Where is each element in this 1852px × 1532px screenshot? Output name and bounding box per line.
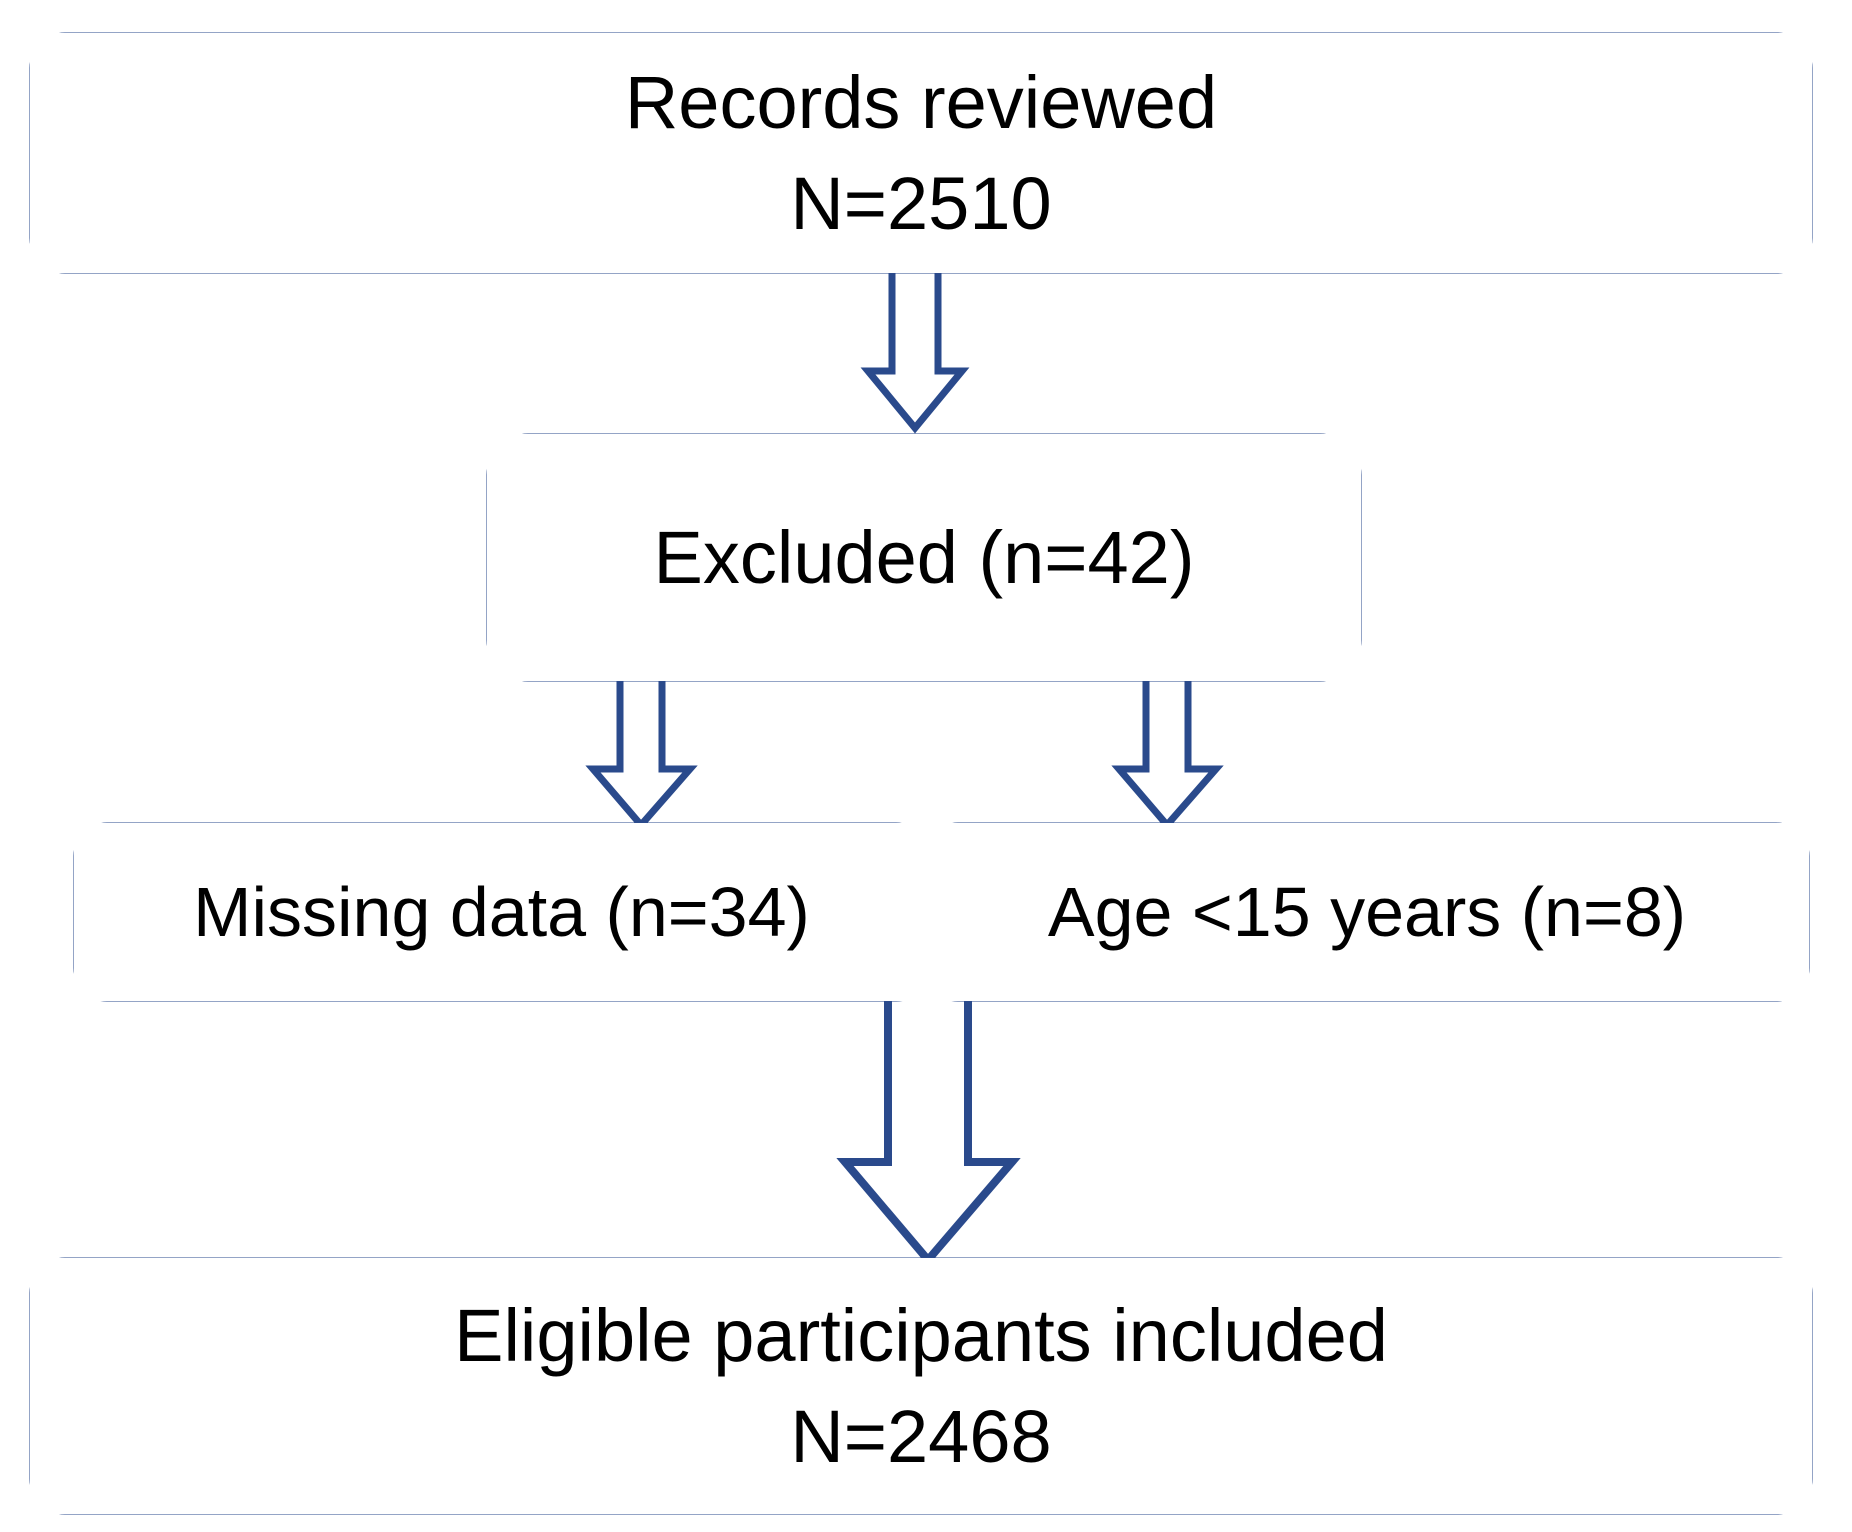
node-age-under-15-line1: Age <15 years (n=8) <box>1047 872 1687 951</box>
node-age-under-15: Age <15 years (n=8) <box>925 823 1809 1001</box>
arrow-split-to-eligible <box>836 993 1021 1267</box>
arrow-excluded-to-missing-data <box>585 672 698 831</box>
node-records-reviewed-line1: Records reviewed <box>624 60 1218 144</box>
node-eligible-included-line2: N=2468 <box>790 1395 1052 1478</box>
arrow-excluded-to-age-under-15 <box>1111 672 1224 831</box>
node-records-reviewed-line2: N=2510 <box>790 162 1052 245</box>
node-excluded-line1: Excluded (n=42) <box>653 515 1195 599</box>
node-records-reviewed: Records reviewed N=2510 <box>30 33 1812 273</box>
node-missing-data: Missing data (n=34) <box>74 823 929 1001</box>
node-eligible-included: Eligible participants included N=2468 <box>30 1258 1812 1514</box>
node-eligible-included-line1: Eligible participants included <box>454 1293 1388 1377</box>
node-missing-data-line1: Missing data (n=34) <box>193 872 810 951</box>
node-excluded: Excluded (n=42) <box>487 434 1361 681</box>
arrow-records-to-excluded <box>860 264 970 434</box>
